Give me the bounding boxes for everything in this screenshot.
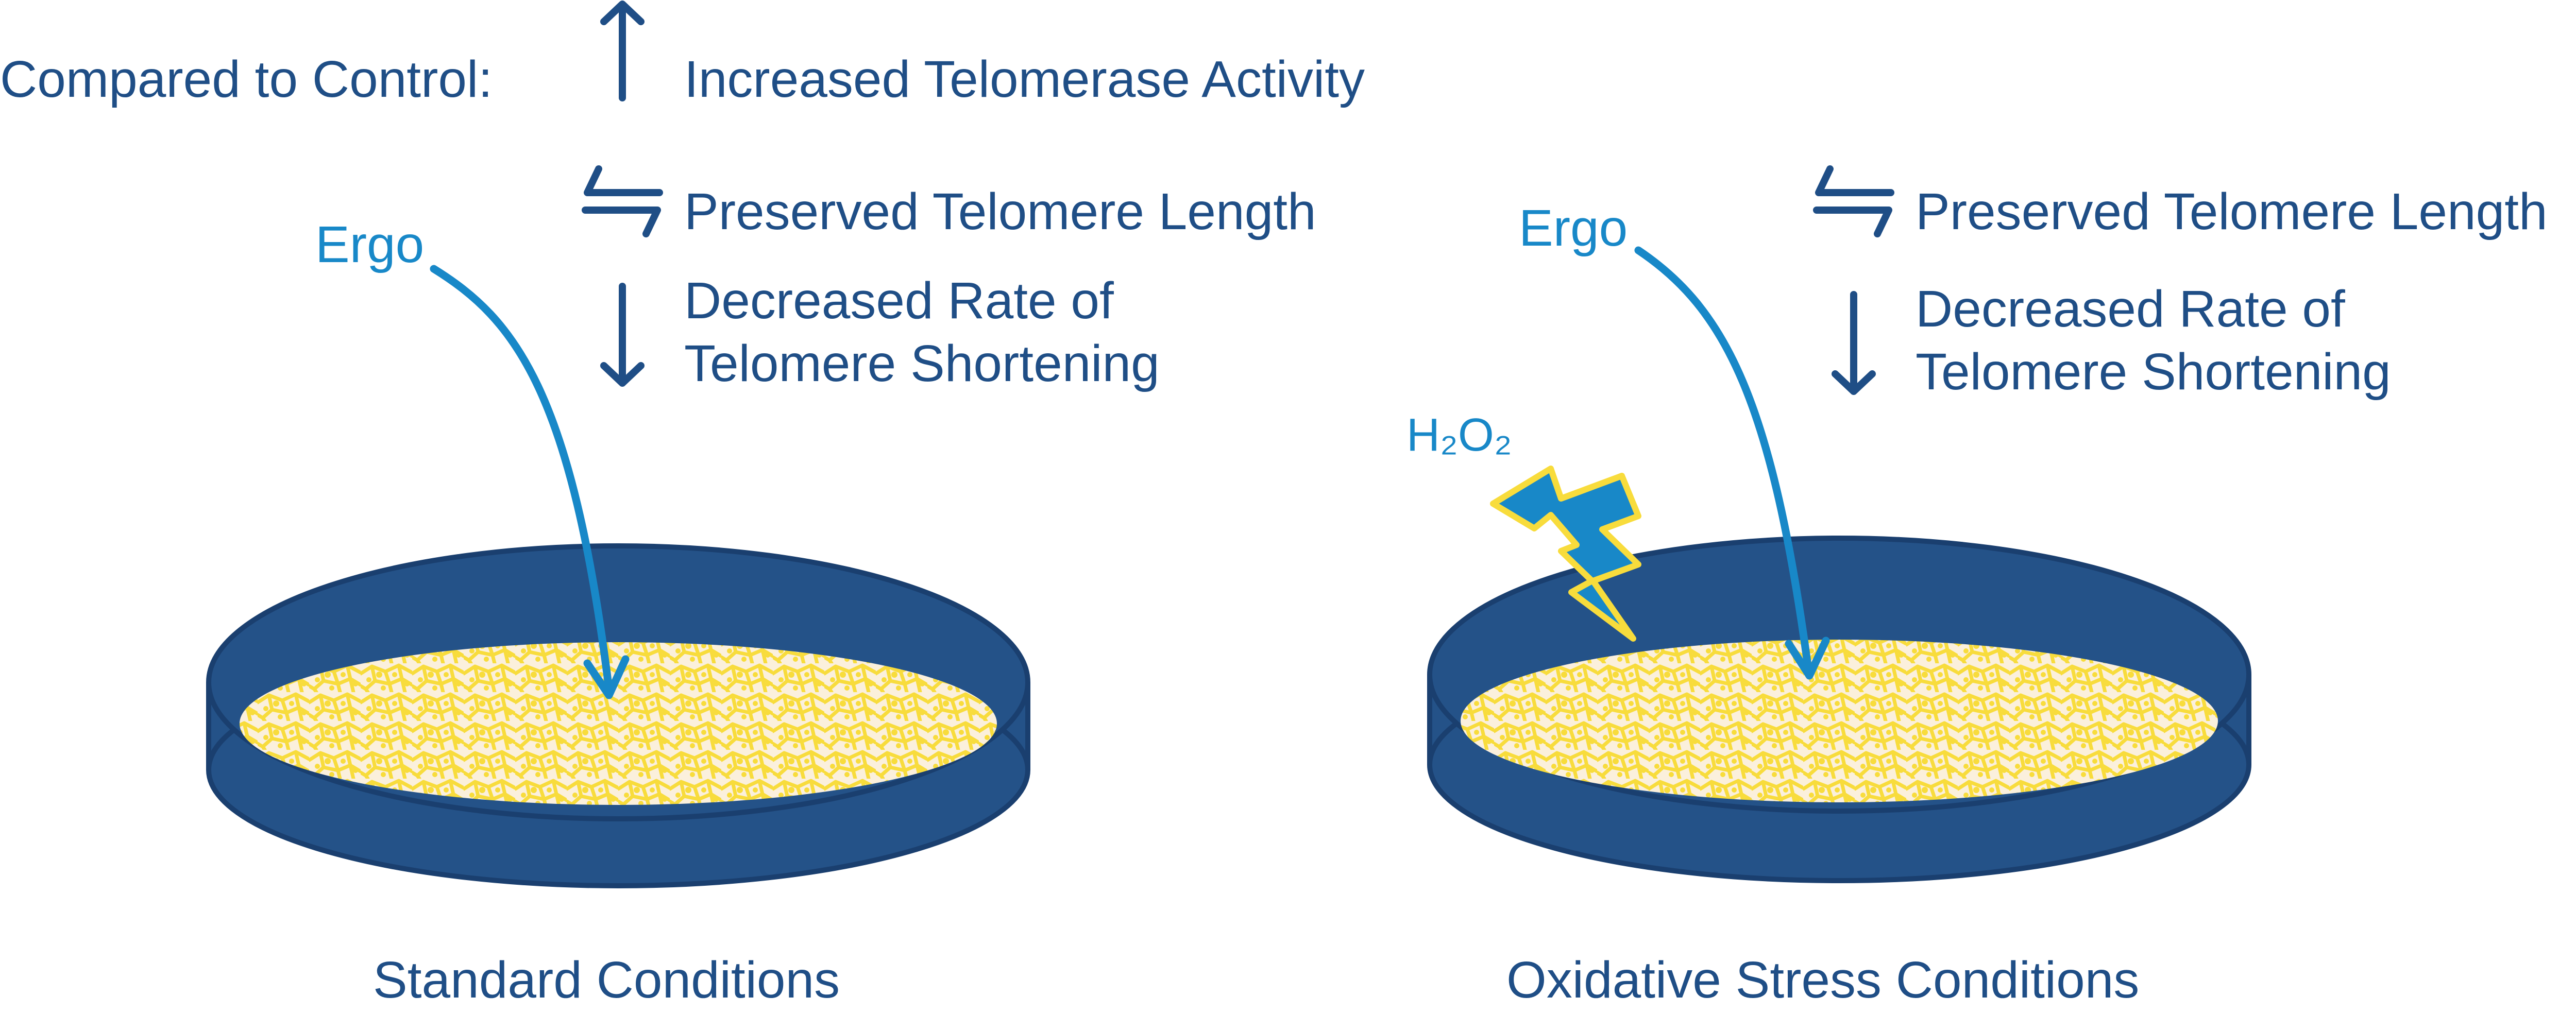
right-ergo-arrow	[1634, 246, 1830, 680]
lightning-bolt-icon	[1490, 466, 1641, 642]
up-arrow-icon	[600, 1, 645, 101]
right-preserved-telomere-label: Preserved Telomere Length	[1916, 183, 2548, 240]
right-cell-culture	[1461, 640, 2218, 802]
right-ergo-label: Ergo	[1519, 199, 1628, 257]
h2o2-label: H₂O₂	[1406, 409, 1512, 461]
left-decreased-rate-label: Decreased Rate of	[684, 272, 1114, 330]
standard-conditions-caption: Standard Conditions	[373, 951, 840, 1009]
right-telomere-shortening-label: Telomere Shortening	[1916, 343, 2391, 401]
left-preserved-telomere-label: Preserved Telomere Length	[684, 183, 1316, 240]
left-cell-culture	[240, 642, 997, 805]
left-ergo-label: Ergo	[315, 216, 425, 273]
right-petri-dish	[1427, 536, 2251, 883]
right-decreased-rate-label: Decreased Rate of	[1916, 280, 2345, 338]
down-arrow-icon	[1832, 291, 1876, 395]
left-telomere-shortening-label: Telomere Shortening	[684, 335, 1160, 392]
oxidative-stress-conditions-caption: Oxidative Stress Conditions	[1506, 951, 2140, 1009]
left-petri-dish	[206, 543, 1030, 888]
equilibrium-arrows-icon	[582, 165, 663, 237]
compared-to-control-label: Compared to Control:	[0, 50, 493, 108]
down-arrow-icon	[600, 283, 645, 387]
equilibrium-arrows-icon	[1813, 165, 1894, 237]
left-ergo-arrow	[430, 265, 630, 699]
left-increased-telomerase-label: Increased Telomerase Activity	[684, 50, 1365, 108]
